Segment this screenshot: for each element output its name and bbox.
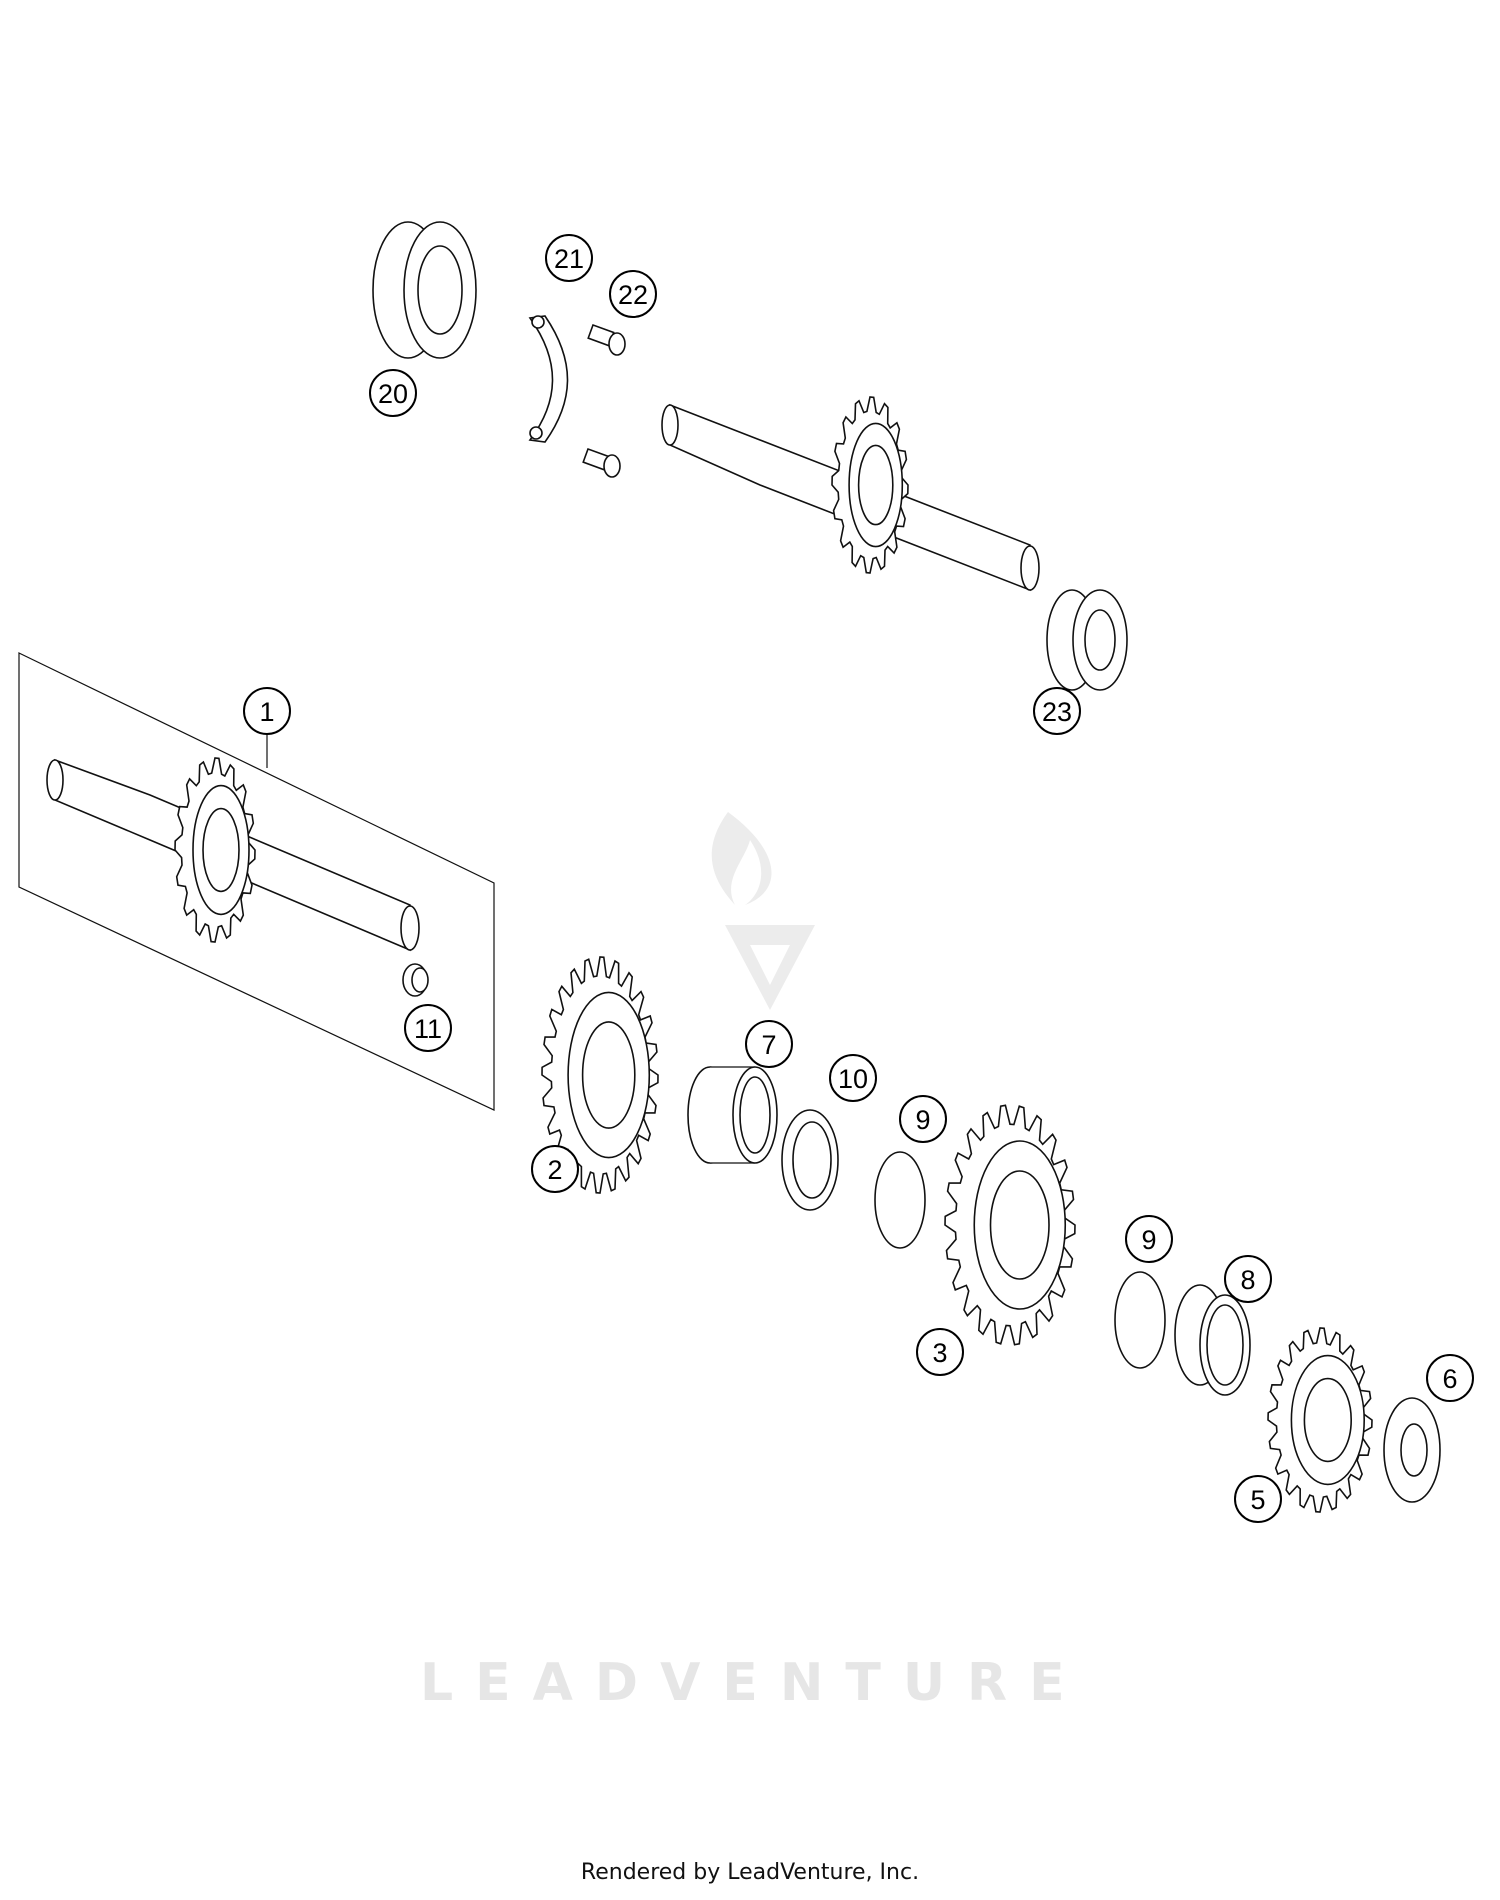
callout-label: 10 bbox=[838, 1064, 868, 1094]
callout-circle bbox=[609, 270, 657, 318]
callout-label: 8 bbox=[1240, 1265, 1255, 1295]
bearing-23 bbox=[1046, 589, 1128, 691]
callout-label: 9 bbox=[1141, 1225, 1156, 1255]
callout-20[interactable]: 20 bbox=[369, 369, 417, 417]
callout-label: 23 bbox=[1042, 697, 1072, 727]
callout-2[interactable]: 2 bbox=[531, 1145, 579, 1193]
callout-8[interactable]: 8 bbox=[1224, 1255, 1272, 1303]
callout-circle bbox=[1033, 687, 1081, 735]
callout-label: 6 bbox=[1442, 1364, 1457, 1394]
callout-circle bbox=[243, 687, 291, 735]
callout-circle bbox=[829, 1054, 877, 1102]
watermark-text: LEADVENTURE bbox=[420, 1653, 1087, 1713]
bushing-11 bbox=[402, 963, 429, 997]
callout-circle bbox=[1125, 1215, 1173, 1263]
plate-hole bbox=[529, 426, 543, 440]
callout-10[interactable]: 10 bbox=[829, 1054, 877, 1102]
needle-bearing-7 bbox=[687, 1066, 778, 1164]
gear-shaft-1 bbox=[174, 757, 256, 943]
circlip-9b bbox=[1114, 1271, 1166, 1369]
callout-7[interactable]: 7 bbox=[745, 1020, 793, 1068]
callout-label: 21 bbox=[554, 244, 584, 274]
callout-6[interactable]: 6 bbox=[1426, 1354, 1474, 1402]
callout-label: 9 bbox=[915, 1105, 930, 1135]
callout-9a[interactable]: 9 bbox=[899, 1095, 947, 1143]
callout-label: 7 bbox=[761, 1030, 776, 1060]
callout-circle bbox=[1234, 1475, 1282, 1523]
circlip-9 bbox=[874, 1151, 926, 1249]
callout-label: 2 bbox=[547, 1155, 562, 1185]
callout-label: 22 bbox=[618, 280, 648, 310]
callout-circle bbox=[916, 1328, 964, 1376]
callout-11[interactable]: 11 bbox=[404, 1004, 452, 1052]
kit-box bbox=[18, 652, 495, 1111]
footer-credit: Rendered by LeadVenture, Inc. bbox=[580, 1860, 920, 1885]
callout-22[interactable]: 22 bbox=[609, 270, 657, 318]
callout-circle bbox=[745, 1020, 793, 1068]
gear-upper bbox=[831, 396, 909, 574]
callout-circle bbox=[1224, 1255, 1272, 1303]
callout-label: 3 bbox=[932, 1338, 947, 1368]
gear-2 bbox=[541, 956, 659, 1194]
callout-21[interactable]: 21 bbox=[545, 234, 593, 282]
callout-circle bbox=[899, 1095, 947, 1143]
thrust-washer-6 bbox=[1383, 1397, 1441, 1503]
callout-1[interactable]: 1 bbox=[243, 687, 291, 735]
gear-3 bbox=[944, 1104, 1076, 1346]
callout-3[interactable]: 3 bbox=[916, 1328, 964, 1376]
callout-label: 20 bbox=[378, 379, 408, 409]
callout-5[interactable]: 5 bbox=[1234, 1475, 1282, 1523]
lock-washer-10 bbox=[781, 1109, 839, 1211]
screw-22 bbox=[582, 323, 626, 478]
plate-hole bbox=[531, 315, 545, 329]
callout-circle bbox=[369, 369, 417, 417]
callout-circle bbox=[531, 1145, 579, 1193]
callout-9b[interactable]: 9 bbox=[1125, 1215, 1173, 1263]
retaining-plate-21 bbox=[528, 315, 569, 443]
callout-circle bbox=[1426, 1354, 1474, 1402]
callout-label: 1 bbox=[259, 697, 274, 727]
callout-circle bbox=[545, 234, 593, 282]
v-logo-icon bbox=[725, 925, 815, 1010]
bushing-8 bbox=[1174, 1284, 1251, 1396]
gear-5 bbox=[1267, 1327, 1373, 1513]
bearing-20 bbox=[372, 221, 477, 359]
callout-label: 11 bbox=[414, 1014, 442, 1044]
flame-logo-icon bbox=[711, 812, 772, 905]
callout-label: 5 bbox=[1250, 1485, 1265, 1515]
leadventure-watermark: LEADVENTURE bbox=[420, 812, 1087, 1713]
callout-23[interactable]: 23 bbox=[1033, 687, 1081, 735]
callout-circle bbox=[404, 1004, 452, 1052]
